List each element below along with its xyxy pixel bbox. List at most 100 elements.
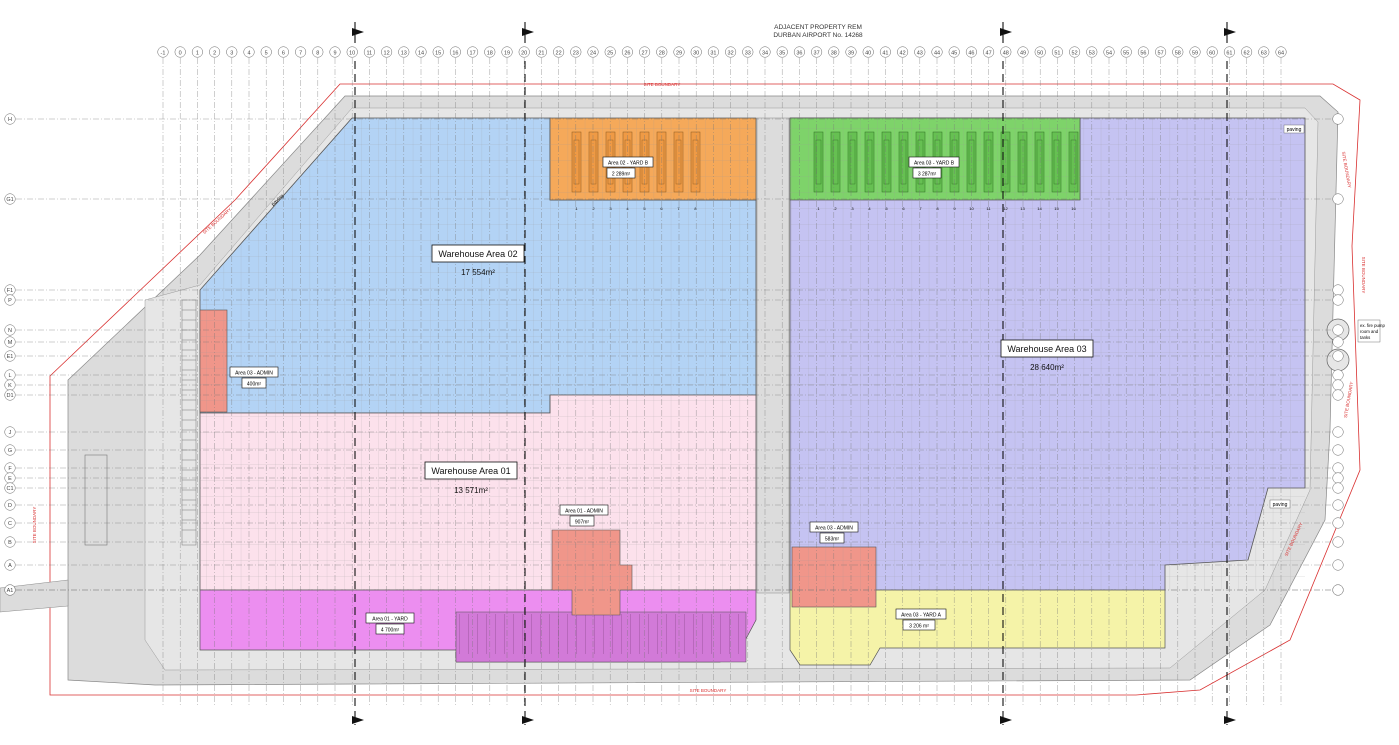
grid-column-label: 51 [1054, 51, 1060, 57]
grid-column-bubble [948, 46, 960, 58]
grid-column-bubble [587, 46, 599, 58]
grid-column-label: 36 [796, 51, 802, 57]
dock-number: 5 [885, 206, 888, 211]
grid-column-label: 21 [538, 51, 544, 57]
grid-column-bubble [1034, 46, 1046, 58]
grid-row-bubble-right [1332, 559, 1344, 571]
dock-number: 10 [969, 206, 974, 211]
grid-column-label: 17 [470, 51, 476, 57]
trailer-outline [1053, 139, 1060, 185]
grid-column-label: 49 [1020, 51, 1026, 57]
grid-column-bubble [1051, 46, 1063, 58]
trailer-outline [1002, 139, 1009, 185]
dock-leveller [864, 131, 875, 193]
grid-column-bubble [174, 46, 186, 58]
grid-column-label: 19 [504, 51, 510, 57]
trailer-outline [883, 139, 890, 185]
admin-03-left-label: Area 03 - ADMIN 400m² [229, 366, 279, 389]
boundary-label-bottom: SITE BOUNDARY [690, 688, 727, 693]
grid-row-bubble [4, 389, 16, 401]
grid-column-label: 63 [1261, 51, 1267, 57]
grid-column-bubble [277, 46, 289, 58]
grid-row-bubble [4, 294, 16, 306]
grid-column-label: 6 [282, 51, 285, 57]
grid-column-bubble [1206, 46, 1218, 58]
grid-column-bubble [759, 46, 771, 58]
grid-row-bubble-right [1332, 517, 1344, 529]
grid-column-label: 30 [693, 51, 699, 57]
grid-column-label: 62 [1244, 51, 1250, 57]
grid-column-bubble [1069, 46, 1081, 58]
grid-row-label: C1 [6, 486, 13, 492]
grid-column-label: 15 [435, 51, 441, 57]
trailer-outline [1036, 139, 1043, 185]
grid-column-bubble [879, 46, 891, 58]
grid-column-bubble [415, 46, 427, 58]
grid-rows: HG1F1PNME1LKD1JGFEC1DCBAB1A1 [4, 113, 1344, 596]
grid-column-bubble [621, 46, 633, 58]
dock-number: 6 [660, 206, 663, 211]
grid-column-bubble [1086, 46, 1098, 58]
header-line-1: ADJACENT PROPERTY REM [774, 24, 862, 31]
dock-number: 8 [936, 206, 939, 211]
grid-column-label: 53 [1089, 51, 1095, 57]
svg-text:Area 02 - YARD B: Area 02 - YARD B [608, 161, 649, 167]
dock-number: 7 [677, 206, 680, 211]
grid-row-bubble-right [1332, 350, 1344, 362]
paving-label-2-box [1283, 124, 1305, 134]
warehouse-01-area: 13 571m² [454, 486, 488, 495]
grid-column-bubble [690, 46, 702, 58]
trailer-outline [675, 139, 682, 185]
dock-leveller [690, 131, 701, 193]
grid-column-bubble [381, 46, 393, 58]
grid-column-label: 54 [1106, 51, 1112, 57]
dock-number: 3 [851, 206, 854, 211]
grid-column-label: 39 [848, 51, 854, 57]
trailer-outline [573, 139, 580, 185]
section-markers [352, 28, 1236, 724]
grid-column-bubble [449, 46, 461, 58]
grid-row-label: E1 [7, 354, 14, 360]
admin-01-label: Area 01 - ADMIN 907m² [559, 504, 609, 527]
grid-column-bubble [983, 46, 995, 58]
warehouse-02-title: Warehouse Area 02 [438, 249, 517, 259]
yard-03a [789, 589, 1166, 666]
grid-column-label: 7 [299, 51, 302, 57]
grid-column-label: 2 [213, 51, 216, 57]
grid-row-bubble [4, 324, 16, 336]
grid-column-bubble [1017, 46, 1029, 58]
grid-column-bubble [828, 46, 840, 58]
svg-text:Area 03 - ADMIN: Area 03 - ADMIN [235, 371, 273, 377]
grid-column-label: 10 [349, 51, 355, 57]
dock-number: 13 [1020, 206, 1025, 211]
svg-text:Area 03 - YARD B: Area 03 - YARD B [914, 161, 955, 167]
grid-column-label: 25 [607, 51, 613, 57]
grid-column-label: 55 [1123, 51, 1129, 57]
yard-01-stalls [456, 614, 741, 654]
dock-leveller [1051, 131, 1062, 193]
grid-column-bubble [776, 46, 788, 58]
grid-row-bubble-right [1332, 379, 1344, 391]
svg-text:4 700m²: 4 700m² [381, 628, 400, 634]
dock-leveller [847, 131, 858, 193]
grid-row-bubble [4, 350, 16, 362]
yard-03b-label: Area 03 - YARD B 3 287m² [908, 156, 960, 179]
grid-column-label: 14 [418, 51, 424, 57]
grid-column-label: 50 [1037, 51, 1043, 57]
trailer-outline [590, 139, 597, 185]
grid-column-bubble [209, 46, 221, 58]
grid-column-label: 22 [556, 51, 562, 57]
grid-row-bubble-right [1332, 324, 1344, 336]
dock-number: 11 [986, 206, 991, 211]
grid-column-label: 31 [710, 51, 716, 57]
dock-number: 8 [694, 206, 697, 211]
grid-row-label: H [8, 117, 12, 123]
grid-column-label: 4 [247, 51, 250, 57]
warehouse-03-label-box [1000, 339, 1094, 358]
grid-column-bubble [725, 46, 737, 58]
grid-row-bubble-right [1332, 284, 1344, 296]
svg-text:Area 01 - YARD: Area 01 - YARD [372, 617, 408, 623]
paving-label-2: paving [1287, 127, 1302, 133]
